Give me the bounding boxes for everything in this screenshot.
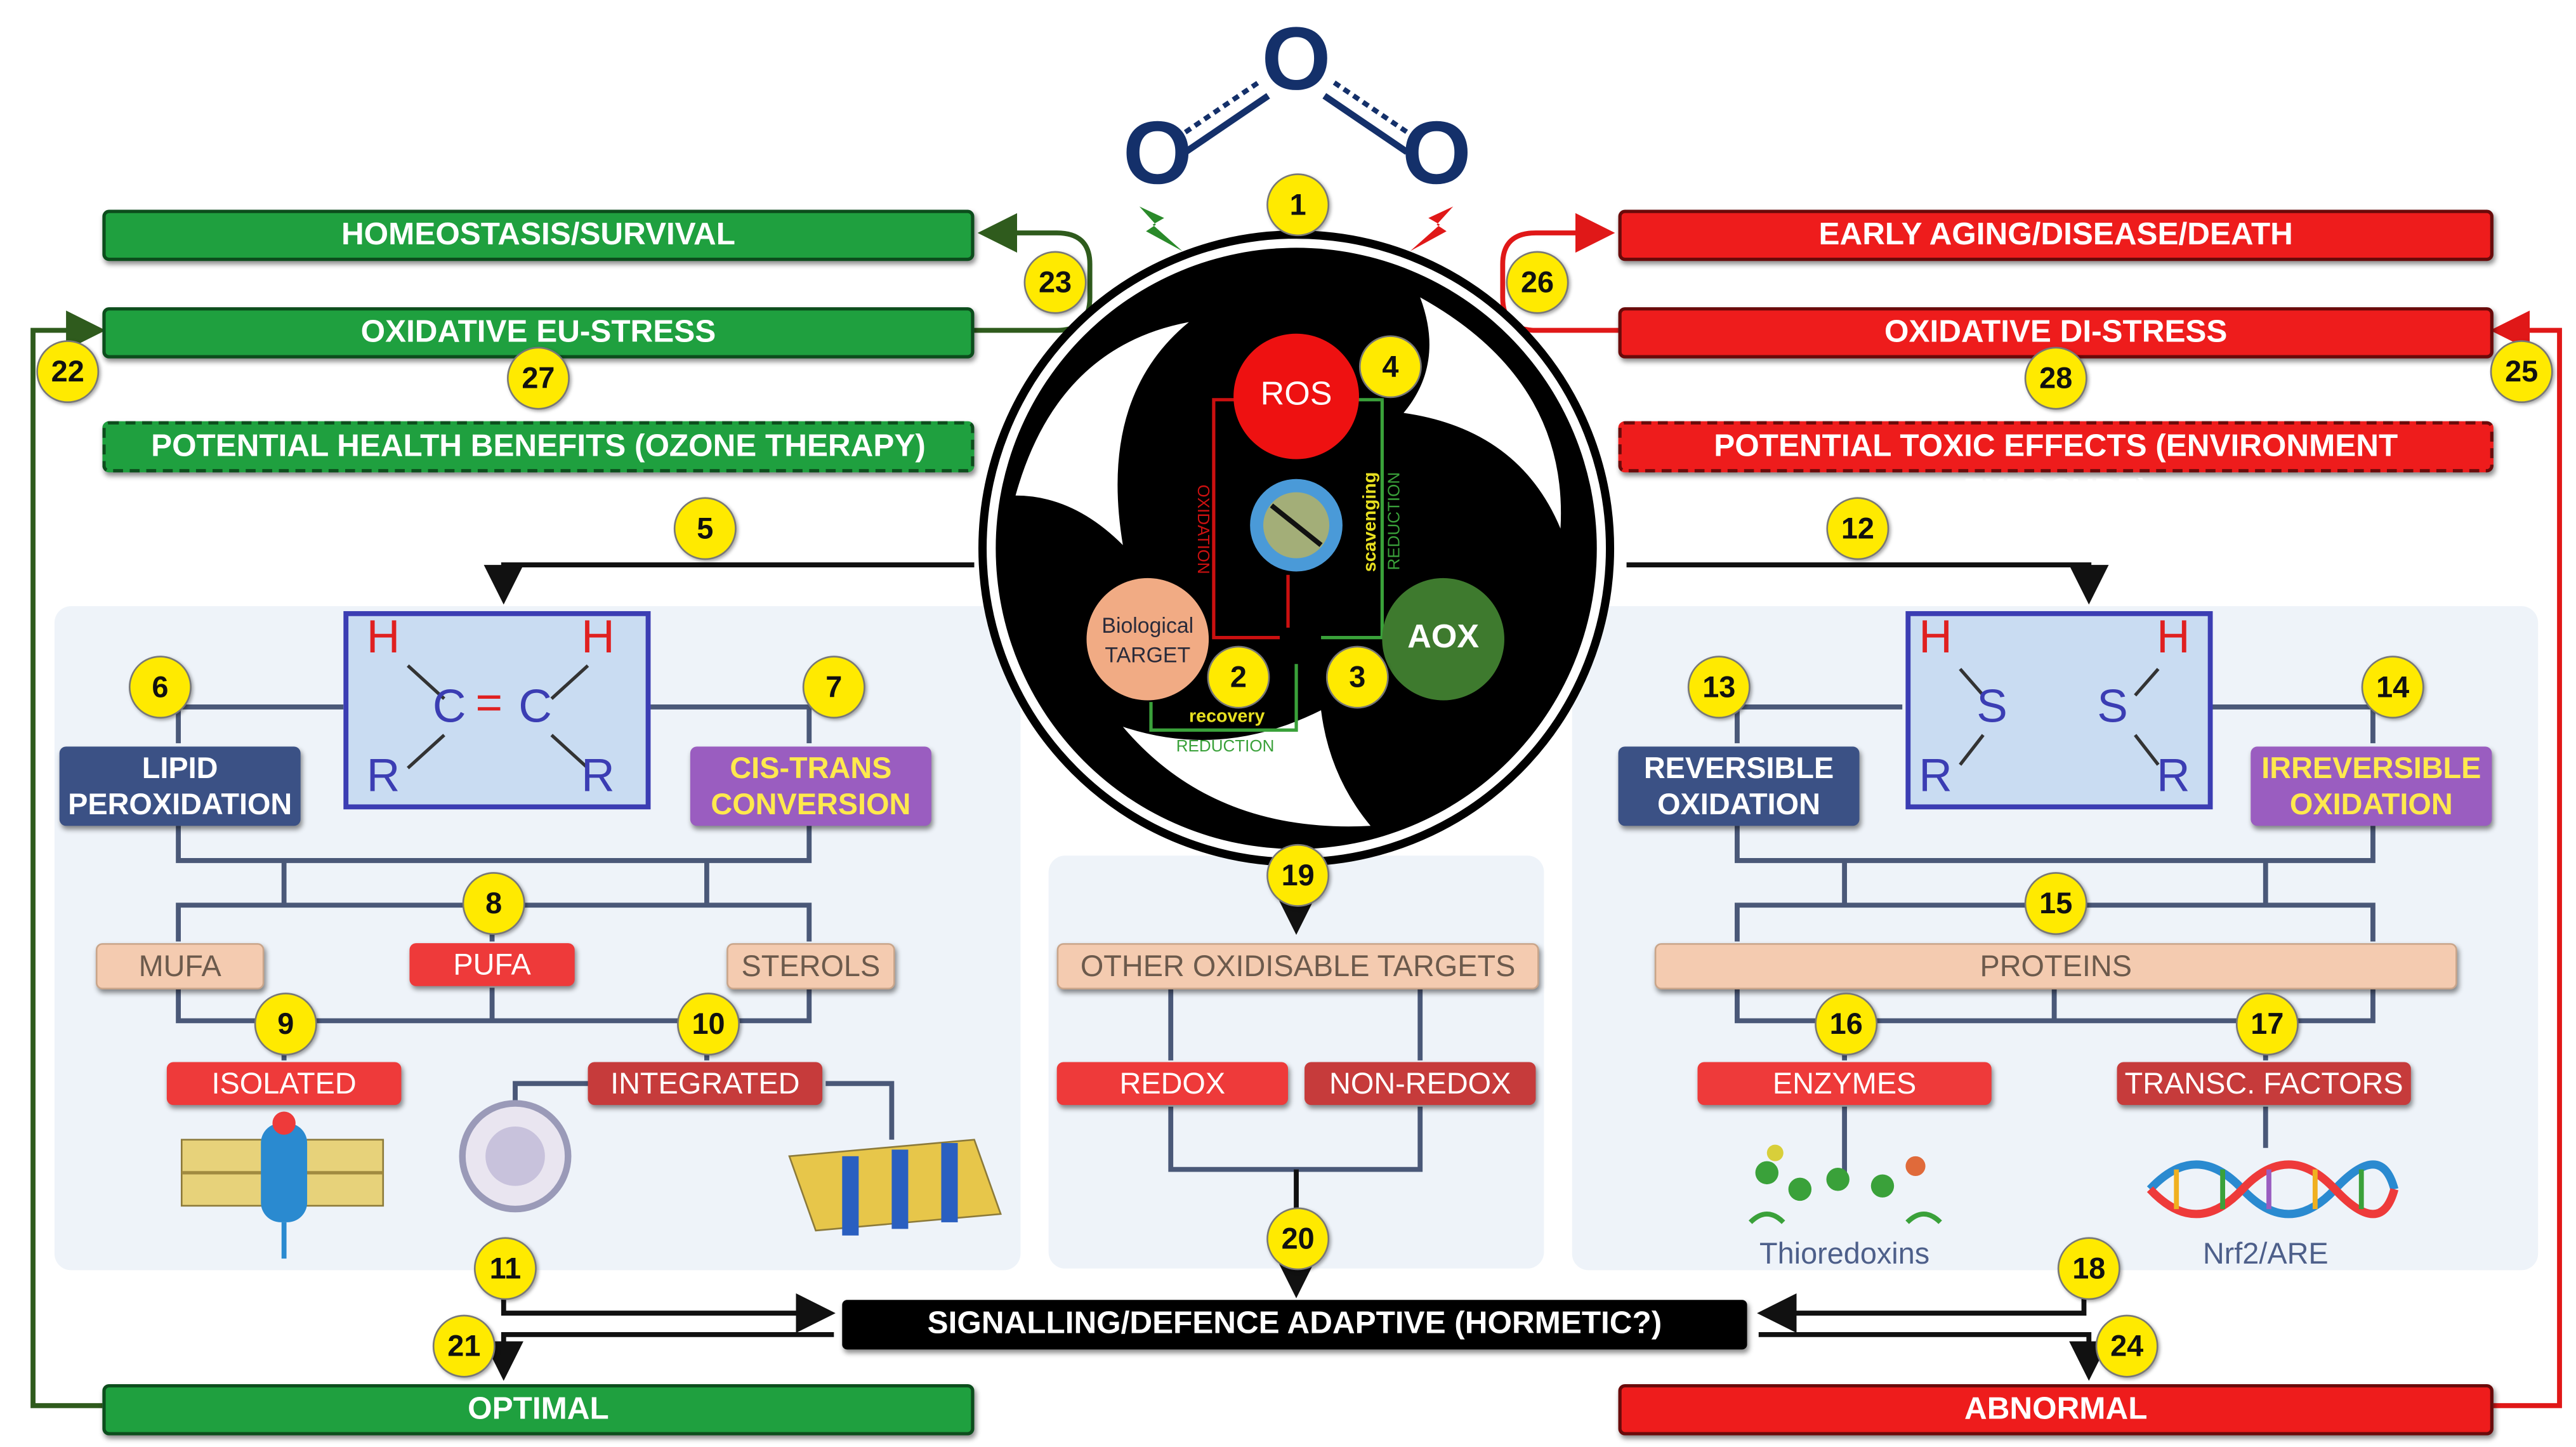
early-aging-bar: EARLY AGING/DISEASE/DEATH: [1618, 209, 2494, 261]
marker-10: 10: [677, 993, 740, 1056]
non-redox-box: NON-REDOX: [1304, 1062, 1536, 1106]
marker-27: 27: [506, 347, 570, 410]
other-targets-box: OTHER OXIDISABLE TARGETS: [1056, 943, 1539, 989]
marker-23: 23: [1023, 251, 1087, 314]
oxidation-label: OXIDATION: [1193, 484, 1212, 574]
lipid-peroxidation-box: LIPID PEROXIDATION: [59, 746, 301, 826]
marker-20: 20: [1266, 1207, 1330, 1271]
abnormal-bar: ABNORMAL: [1618, 1384, 2494, 1436]
toxic-bar: POTENTIAL TOXIC EFFECTS (ENVIRONMENT EXP…: [1618, 421, 2494, 509]
benefits-bar: POTENTIAL HEALTH BENEFITS (OZONE THERAPY…: [102, 421, 975, 473]
target-label-2: TARGET: [1105, 642, 1191, 668]
response-bar: SIGNALLING/DEFENCE ADAPTIVE (HORMETIC?) …: [842, 1300, 1747, 1391]
alkene-h-right: H: [581, 611, 615, 663]
redox-box: REDOX: [1056, 1062, 1289, 1106]
thiol-h-right: H: [2156, 611, 2190, 663]
ozone-o-top: O: [1261, 10, 1331, 109]
thiol-s-right: S: [2097, 680, 2128, 732]
nrf2-caption: Nrf2/ARE: [2202, 1237, 2329, 1271]
marker-21: 21: [432, 1314, 496, 1378]
membrane-integrated-icon: [788, 1139, 1002, 1236]
sterols-box: STEROLS: [726, 943, 895, 989]
ozone-molecule: [1174, 80, 1419, 155]
alkene-c-right: C: [518, 680, 552, 732]
marker-3: 3: [1325, 645, 1389, 709]
membrane-isolated-icon: [180, 1111, 384, 1259]
thiol-h-left: H: [1919, 611, 1952, 663]
scavenging-label: scavenging: [1360, 472, 1381, 572]
alkene-c-left: C: [432, 680, 466, 732]
enzymes-box: ENZYMES: [1697, 1062, 1992, 1106]
marker-8: 8: [462, 872, 525, 935]
alkene-r-left: R: [366, 750, 400, 802]
marker-14: 14: [2361, 656, 2424, 719]
thioredoxins-caption: Thioredoxins: [1759, 1237, 1930, 1271]
target-label-1: Biological: [1101, 612, 1194, 638]
marker-2: 2: [1207, 645, 1270, 709]
marker-15: 15: [2024, 872, 2087, 935]
marker-1: 1: [1266, 173, 1330, 237]
thiol-s-left: S: [1976, 680, 2008, 732]
marker-9: 9: [254, 993, 317, 1056]
proteins-box: PROTEINS: [1654, 943, 2457, 989]
alkene-double-bond: =: [475, 677, 503, 729]
alkene-h-left: H: [366, 611, 400, 663]
marker-4: 4: [1358, 335, 1422, 399]
marker-26: 26: [1506, 251, 1569, 314]
thiol-r-right: R: [2156, 750, 2190, 802]
marker-16: 16: [1815, 993, 1878, 1056]
aox-label: AOX: [1407, 619, 1480, 656]
reduction-label: REDUCTION: [1386, 472, 1405, 571]
eustress-bar: OXIDATIVE EU-STRESS: [102, 307, 975, 359]
marker-12: 12: [1826, 497, 1889, 560]
ozone-o-left: O: [1122, 103, 1193, 204]
ozone-o-right: O: [1402, 103, 1471, 204]
red-bolt-icon: [1410, 206, 1454, 251]
marker-19: 19: [1266, 843, 1330, 907]
optimal-bar: OPTIMAL: [102, 1384, 975, 1436]
green-bolt-icon: [1139, 206, 1183, 251]
dna-helix-icon: [2146, 1160, 2399, 1219]
liposome-icon: [459, 1100, 572, 1213]
marker-7: 7: [802, 656, 865, 719]
ros-label: ROS: [1260, 376, 1332, 413]
marker-5: 5: [673, 497, 737, 560]
transc-factors-box: TRANSC. FACTORS: [2117, 1062, 2411, 1106]
marker-18: 18: [2057, 1237, 2120, 1300]
alkene-molecule: [343, 611, 651, 810]
marker-6: 6: [129, 656, 192, 719]
irreversible-oxidation-box: IRREVERSIBLE OXIDATION: [2251, 746, 2492, 826]
thiol-r-left: R: [1919, 750, 1952, 802]
isolated-box: ISOLATED: [166, 1062, 402, 1106]
alkene-r-right: R: [581, 750, 615, 802]
reversible-oxidation-box: REVERSIBLE OXIDATION: [1618, 746, 1860, 826]
marker-11: 11: [473, 1237, 537, 1300]
recovery-label: recovery: [1189, 706, 1265, 727]
thiol-molecule: [1905, 611, 2213, 810]
pufa-box: PUFA: [409, 943, 575, 986]
mufa-box: MUFA: [95, 943, 265, 989]
reduction-bottom-label: REDUCTION: [1176, 738, 1275, 757]
marker-28: 28: [2024, 347, 2087, 410]
integrated-box: INTEGRATED: [588, 1062, 823, 1106]
cis-trans-box: CIS-TRANS CONVERSION: [690, 746, 931, 826]
marker-17: 17: [2235, 993, 2299, 1056]
marker-13: 13: [1687, 656, 1751, 719]
marker-24: 24: [2095, 1314, 2159, 1378]
marker-25: 25: [2490, 340, 2553, 404]
marker-22: 22: [36, 340, 100, 404]
thioredoxins-icon: [1748, 1144, 1942, 1224]
homeostasis-bar: HOMEOSTASIS/SURVIVAL: [102, 209, 975, 261]
